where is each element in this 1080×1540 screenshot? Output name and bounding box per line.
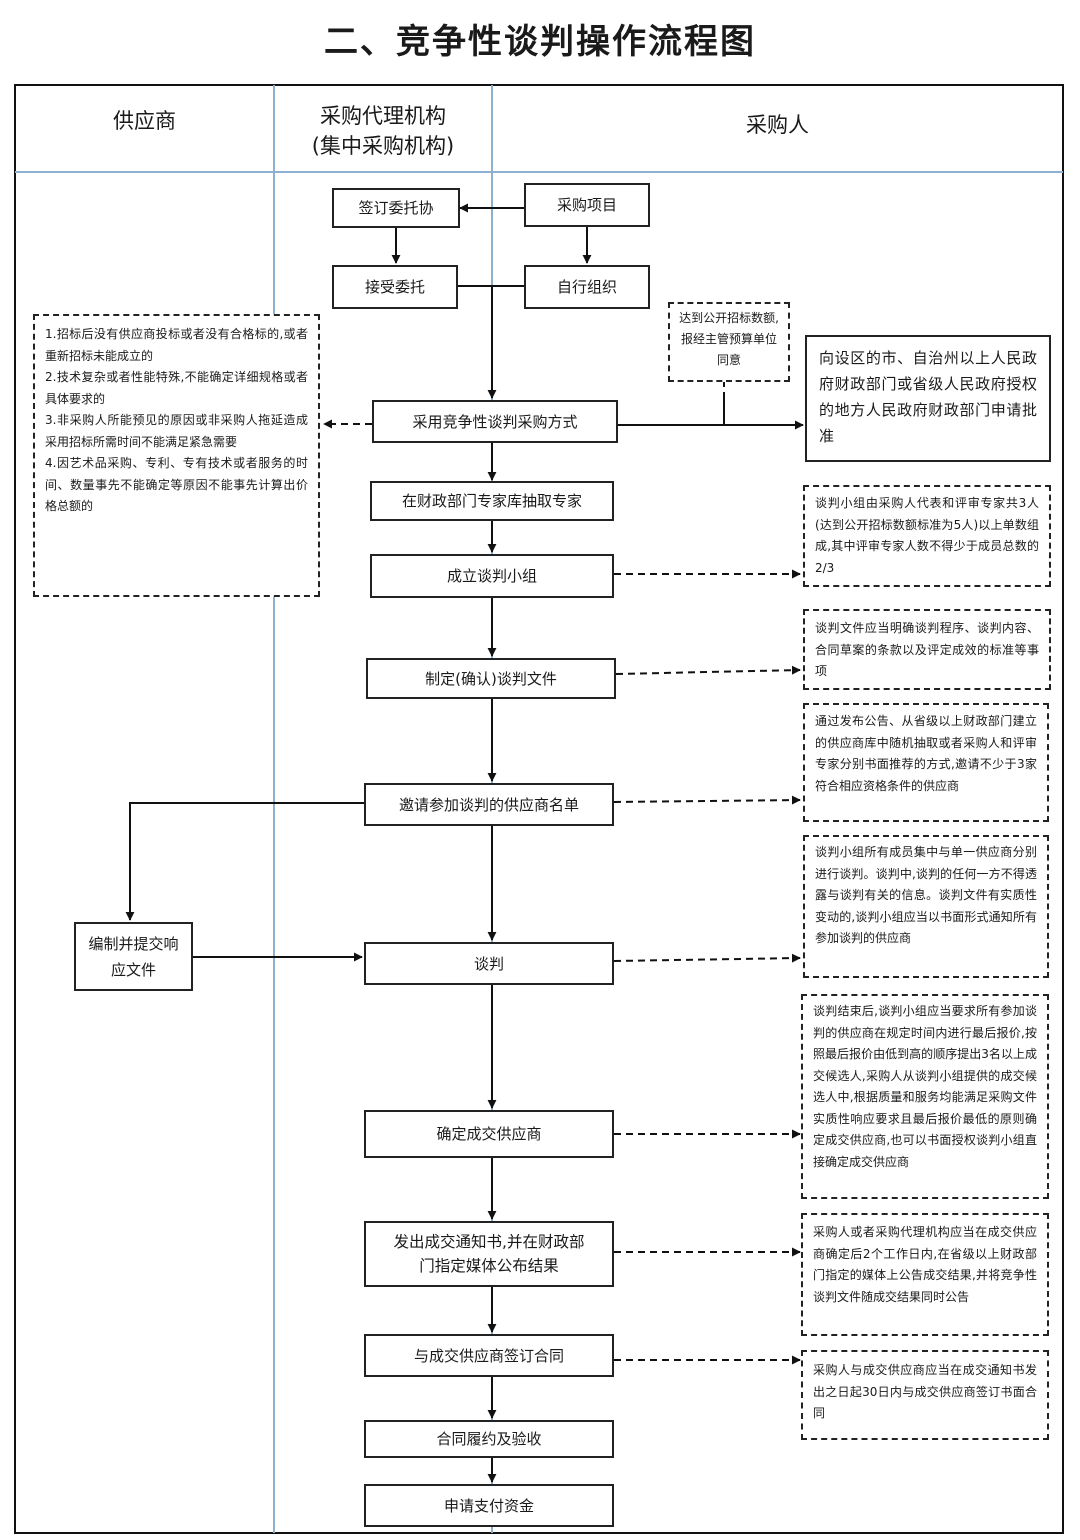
step-purchase-project: 采购项目 [524, 183, 650, 227]
note-invite-method: 通过发布公告、从省级以上财政部门建立的供应商库中随机抽取或者采购人和评审专家分别… [803, 703, 1049, 822]
lane-header-agency: 采购代理机构 (集中采购机构) [274, 101, 492, 161]
lane-header-purchaser: 采购人 [746, 113, 809, 137]
dashed-negotiate-to-rules [613, 953, 801, 963]
lane-header-agency-line1: 采购代理机构 [320, 104, 446, 128]
note-doc-content: 谈判文件应当明确谈判程序、谈判内容、合同草案的条款以及评定成效的标准等事项 [803, 609, 1051, 690]
step-apply-payment: 申请支付资金 [364, 1484, 614, 1527]
condition-item: 3.非采购人所能预见的原因或非采购人拖延造成采用招标所需时间不能满足紧急需要 [45, 413, 308, 449]
step-negotiate: 谈判 [364, 942, 614, 985]
note-determine-rules: 谈判结束后,谈判小组应当要求所有参加谈判的供应商在规定时间内进行最后报价,按照最… [801, 994, 1049, 1199]
dashed-invite-to-method-note [613, 795, 801, 805]
dashed-docs-to-doc-note [615, 665, 801, 675]
step-form-team: 成立谈判小组 [370, 554, 614, 598]
note-contract-rules: 采购人与成交供应商应当在成交通知书发出之日起30日内与成交供应商签订书面合同 [801, 1350, 1049, 1440]
step-sign-entrust: 签订委托协 [332, 188, 460, 228]
step-prepare-response: 编制并提交响应文件 [74, 922, 193, 991]
condition-item: 1.招标后没有供应商投标或者没有合格标的,或者重新招标未能成立的 [45, 327, 308, 363]
step-invite-list: 邀请参加谈判的供应商名单 [364, 783, 614, 826]
outer-frame [14, 84, 1064, 1534]
condition-item: 4.因艺术品采购、专利、专有技术或者服务的时间、数量事先不能确定等原因不能事先计… [45, 456, 308, 513]
step-make-docs: 制定(确认)谈判文件 [366, 658, 616, 699]
page-title: 二、竞争性谈判操作流程图 [324, 22, 756, 62]
note-publish-rules: 采购人或者采购代理机构应当在成交供应商确定后2个工作日内,在省级以上财政部门指定… [801, 1213, 1049, 1336]
arrow-invite-to-response [125, 802, 364, 921]
step-publish-notice: 发出成交通知书,并在财政部 门指定媒体公布结果 [364, 1221, 614, 1287]
note-apply-approval: 向设区的市、自治州以上人民政府财政部门或省级人民政府授权的地方人民政府财政部门申… [805, 335, 1051, 462]
note-threshold-approval: 达到公开招标数额,报经主管预算单位同意 [668, 302, 790, 382]
step-self-organize: 自行组织 [524, 265, 650, 309]
lane-header-supplier: 供应商 [113, 109, 176, 133]
step-adopt-method: 采用竞争性谈判采购方式 [372, 400, 618, 443]
step-publish-notice-line1: 发出成交通知书,并在财政部 [393, 1233, 585, 1251]
step-accept-entrust: 接受委托 [332, 265, 458, 309]
step-perform-accept: 合同履约及验收 [364, 1420, 614, 1458]
note-team-composition: 谈判小组由采购人代表和评审专家共3人(达到公开招标数额标准为5人)以上单数组成,… [803, 485, 1051, 587]
step-draw-experts: 在财政部门专家库抽取专家 [370, 481, 614, 521]
note-applicable-conditions: 1.招标后没有供应商投标或者没有合格标的,或者重新招标未能成立的 2.技术复杂或… [33, 314, 320, 597]
step-publish-notice-line2: 门指定媒体公布结果 [419, 1257, 559, 1275]
condition-item: 2.技术复杂或者性能特殊,不能确定详细规格或者具体要求的 [45, 370, 308, 406]
note-negotiate-rules: 谈判小组所有成员集中与单一供应商分别进行谈判。谈判中,谈判的任何一方不得透露与谈… [803, 835, 1049, 978]
step-sign-contract: 与成交供应商签订合同 [364, 1334, 614, 1377]
lane-header-agency-line2: (集中采购机构) [311, 134, 455, 158]
step-determine-supplier: 确定成交供应商 [364, 1110, 614, 1158]
